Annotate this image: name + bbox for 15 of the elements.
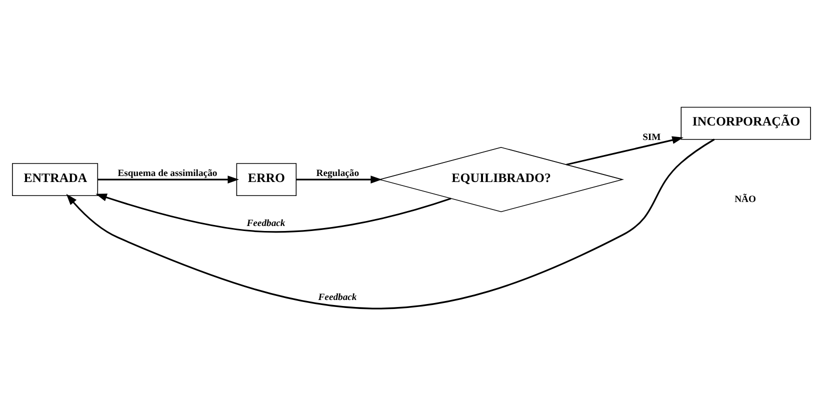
node-box: ERRO — [236, 163, 297, 196]
arrow — [566, 136, 684, 166]
edge-label: Feedback — [318, 292, 357, 303]
arrow — [98, 176, 239, 184]
arrow — [66, 138, 715, 310]
node-box: INCORPORAÇÃO — [680, 106, 811, 140]
arrow — [96, 194, 452, 233]
arrow — [296, 176, 382, 184]
edge-label: Feedback — [246, 218, 286, 229]
node-diamond: EQUILIBRADO? — [378, 146, 624, 212]
edge-label: SIM — [642, 132, 661, 143]
edge-label: Regulação — [316, 168, 360, 180]
label: NÃO — [734, 194, 756, 206]
edge-label: Esquema de assimilação — [118, 168, 218, 180]
node-box: ENTRADA — [12, 163, 98, 196]
